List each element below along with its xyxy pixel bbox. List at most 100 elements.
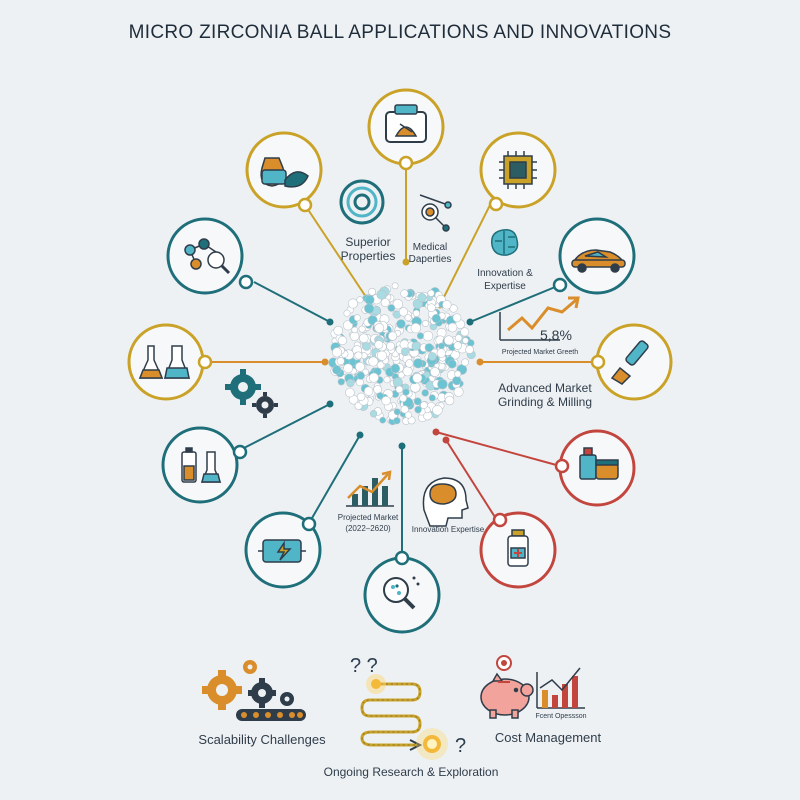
zirconia-ball [452, 376, 462, 386]
zirconia-ball [356, 296, 364, 304]
zirconia-ball [427, 289, 435, 297]
zirconia-ball [368, 372, 379, 383]
connector-network [253, 281, 331, 323]
growth-value: 5,8% [540, 327, 572, 343]
zirconia-ball [379, 416, 387, 424]
zirconia-ball [364, 303, 375, 314]
zirconia-ball [460, 327, 470, 337]
zirconia-ball [461, 358, 469, 367]
node-chip [479, 131, 557, 212]
connector-car [469, 284, 561, 323]
zirconia-ball [447, 322, 458, 333]
zirconia-ball [424, 343, 434, 352]
zirconia-ball [454, 334, 463, 342]
zirconia-ball [400, 289, 409, 298]
label-cost: Cost Management [495, 730, 602, 745]
label-superior-1: Superior [345, 235, 390, 249]
zirconia-ball [358, 333, 369, 344]
zirconia-ball [447, 359, 457, 369]
zirconia-ball-sphere [328, 282, 476, 426]
zirconia-ball [413, 358, 424, 369]
zirconia-ball [337, 335, 348, 346]
zirconia-ball [356, 371, 365, 380]
zirconia-ball [410, 322, 421, 334]
magnifier-icon [383, 576, 420, 610]
zirconia-ball [402, 388, 410, 396]
zirconia-ball [346, 379, 355, 388]
connector-power [307, 434, 361, 526]
zirconia-ball [331, 347, 342, 358]
growth-chart-icon [499, 296, 580, 341]
connector-battery [239, 403, 331, 451]
zirconia-ball [399, 394, 407, 403]
zirconia-ball [345, 387, 355, 398]
zirconia-ball [388, 331, 398, 341]
zirconia-ball [336, 357, 345, 366]
zirconia-ball [358, 325, 366, 333]
lab-flasks-icon [138, 345, 191, 379]
zirconia-ball [393, 408, 401, 416]
zirconia-ball [368, 287, 376, 296]
power-module-icon [258, 539, 306, 563]
cost-bar-chart-icon [536, 667, 585, 709]
medical-molecule-icon [419, 194, 452, 232]
zirconia-ball [427, 303, 436, 313]
zirconia-ball [383, 376, 391, 384]
page-title: MICRO ZIRCONIA BALL APPLICATIONS AND INN… [128, 22, 672, 43]
zirconia-ball [454, 370, 462, 378]
growth-label: Projected Market Greeth [502, 349, 578, 356]
connector-lines [205, 163, 598, 560]
head-brain-icon [422, 477, 469, 527]
connector-cosmetics [435, 431, 561, 467]
paint-brush-icon [610, 340, 649, 385]
zirconia-ball [392, 298, 403, 310]
zirconia-ball [452, 313, 462, 323]
zirconia-ball [387, 304, 396, 312]
zirconia-ball [422, 330, 434, 342]
label-superior-2: Properties [341, 249, 396, 263]
microchip-icon [499, 151, 537, 189]
brain-icon [490, 228, 519, 256]
label-medical-1: Medical [413, 242, 447, 253]
zirconia-ball [401, 347, 410, 356]
node-bottle [479, 511, 557, 589]
label-medical-2: Daperties [409, 254, 452, 265]
zirconia-ball [333, 325, 344, 336]
node-battery [161, 426, 248, 504]
zirconia-ball [411, 341, 421, 351]
zirconia-ball [429, 367, 440, 377]
zirconia-ball [405, 359, 414, 368]
zirconia-ball [351, 326, 359, 334]
zirconia-ball [376, 350, 388, 361]
zirconia-ball [354, 351, 363, 360]
zirconia-ball [404, 314, 412, 322]
zirconia-ball [420, 401, 428, 410]
zirconia-ball [376, 392, 384, 400]
label-advanced-2: Grinding & Milling [498, 395, 592, 409]
piggy-bank-icon [480, 655, 534, 719]
zirconia-ball [431, 313, 441, 323]
molecule-network-icon [184, 238, 231, 275]
node-magnifier [363, 550, 441, 634]
zirconia-ball [374, 340, 384, 350]
node-vase [245, 131, 323, 213]
pottery-icon [260, 157, 309, 188]
label-scalability: Scalability Challenges [198, 732, 326, 747]
zirconia-ball [428, 394, 436, 402]
zirconia-ball [400, 405, 409, 414]
node-power [244, 511, 322, 589]
cosmetics-jar-icon [579, 447, 619, 480]
zirconia-ball [442, 300, 452, 310]
zirconia-ball [380, 298, 390, 308]
zirconia-ball [391, 282, 399, 290]
node-flasks [127, 323, 213, 401]
zirconia-ball [393, 417, 401, 425]
zirconia-ball [404, 411, 413, 419]
zirconia-ball [395, 385, 404, 394]
zirconia-ball [332, 365, 342, 375]
zirconia-ball [374, 323, 385, 333]
zirconia-ball [414, 406, 422, 414]
zirconia-ball [412, 309, 421, 317]
zirconia-ball [337, 378, 345, 386]
zirconia-ball [407, 416, 416, 425]
